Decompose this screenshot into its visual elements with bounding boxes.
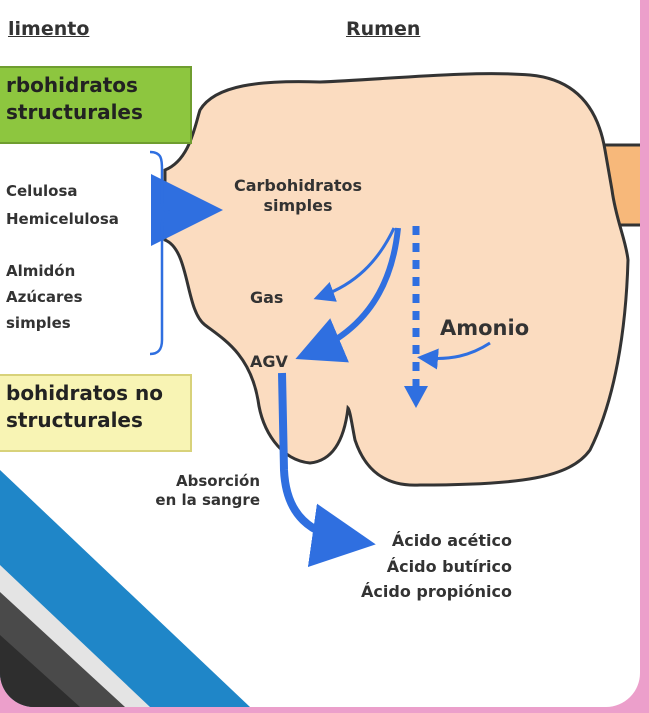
absorption-line-1: Absorción xyxy=(176,472,260,490)
absorption-arrow xyxy=(278,372,376,568)
rumen-body xyxy=(163,72,630,487)
diagram-card: limento Rumen rbohidratos structurales C… xyxy=(0,0,640,707)
amonio-label: Amonio xyxy=(440,316,530,340)
acids-list: Ácido acético Ácido butírico Ácido propi… xyxy=(300,528,512,605)
feed-item-azucares: Azúcares xyxy=(6,288,83,306)
feed-item-almidon: Almidón xyxy=(6,262,76,280)
absorption-line-2: en la sangre xyxy=(155,490,260,509)
absorption-label: Absorción en la sangre xyxy=(110,472,260,510)
acid-acetico: Ácido acético xyxy=(391,531,512,550)
rumen-diagram xyxy=(0,72,640,707)
amonio-arrow xyxy=(417,341,491,370)
background-stripe-light xyxy=(0,565,150,707)
non-structural-line-1: bohidratos no xyxy=(6,381,163,405)
simple-carbs-line-1: Carbohidratos xyxy=(233,176,363,195)
fermentation-arrowhead xyxy=(404,386,428,408)
feed-item-celulosa: Celulosa xyxy=(6,182,78,200)
structural-line-1: rbohidratos xyxy=(6,73,138,97)
feed-bracket xyxy=(149,150,171,356)
non-structural-carbs-box: bohidratos no structurales xyxy=(0,374,192,452)
acid-butirico: Ácido butírico xyxy=(386,556,512,576)
simple-carbs-label: Carbohidratos simples xyxy=(228,176,368,216)
agv-arrow xyxy=(295,227,401,363)
gas-label: Gas xyxy=(250,288,284,307)
feed-item-hemicelulosa: Hemicelulosa xyxy=(6,210,119,228)
non-structural-line-2: structurales xyxy=(6,408,143,432)
heading-rumen: Rumen xyxy=(346,18,421,40)
feed-item-simples: simples xyxy=(6,314,71,332)
agv-label: AGV xyxy=(250,352,288,371)
structural-carbs-box: rbohidratos structurales xyxy=(0,66,192,144)
gas-arrow xyxy=(313,227,396,302)
simple-carbs-line-2: simples xyxy=(263,196,333,215)
heading-alimento: limento xyxy=(8,18,90,40)
structural-line-2: structurales xyxy=(6,100,143,124)
background-stripe-dark xyxy=(0,635,80,707)
acid-propionico: Ácido propiónico xyxy=(361,582,512,602)
